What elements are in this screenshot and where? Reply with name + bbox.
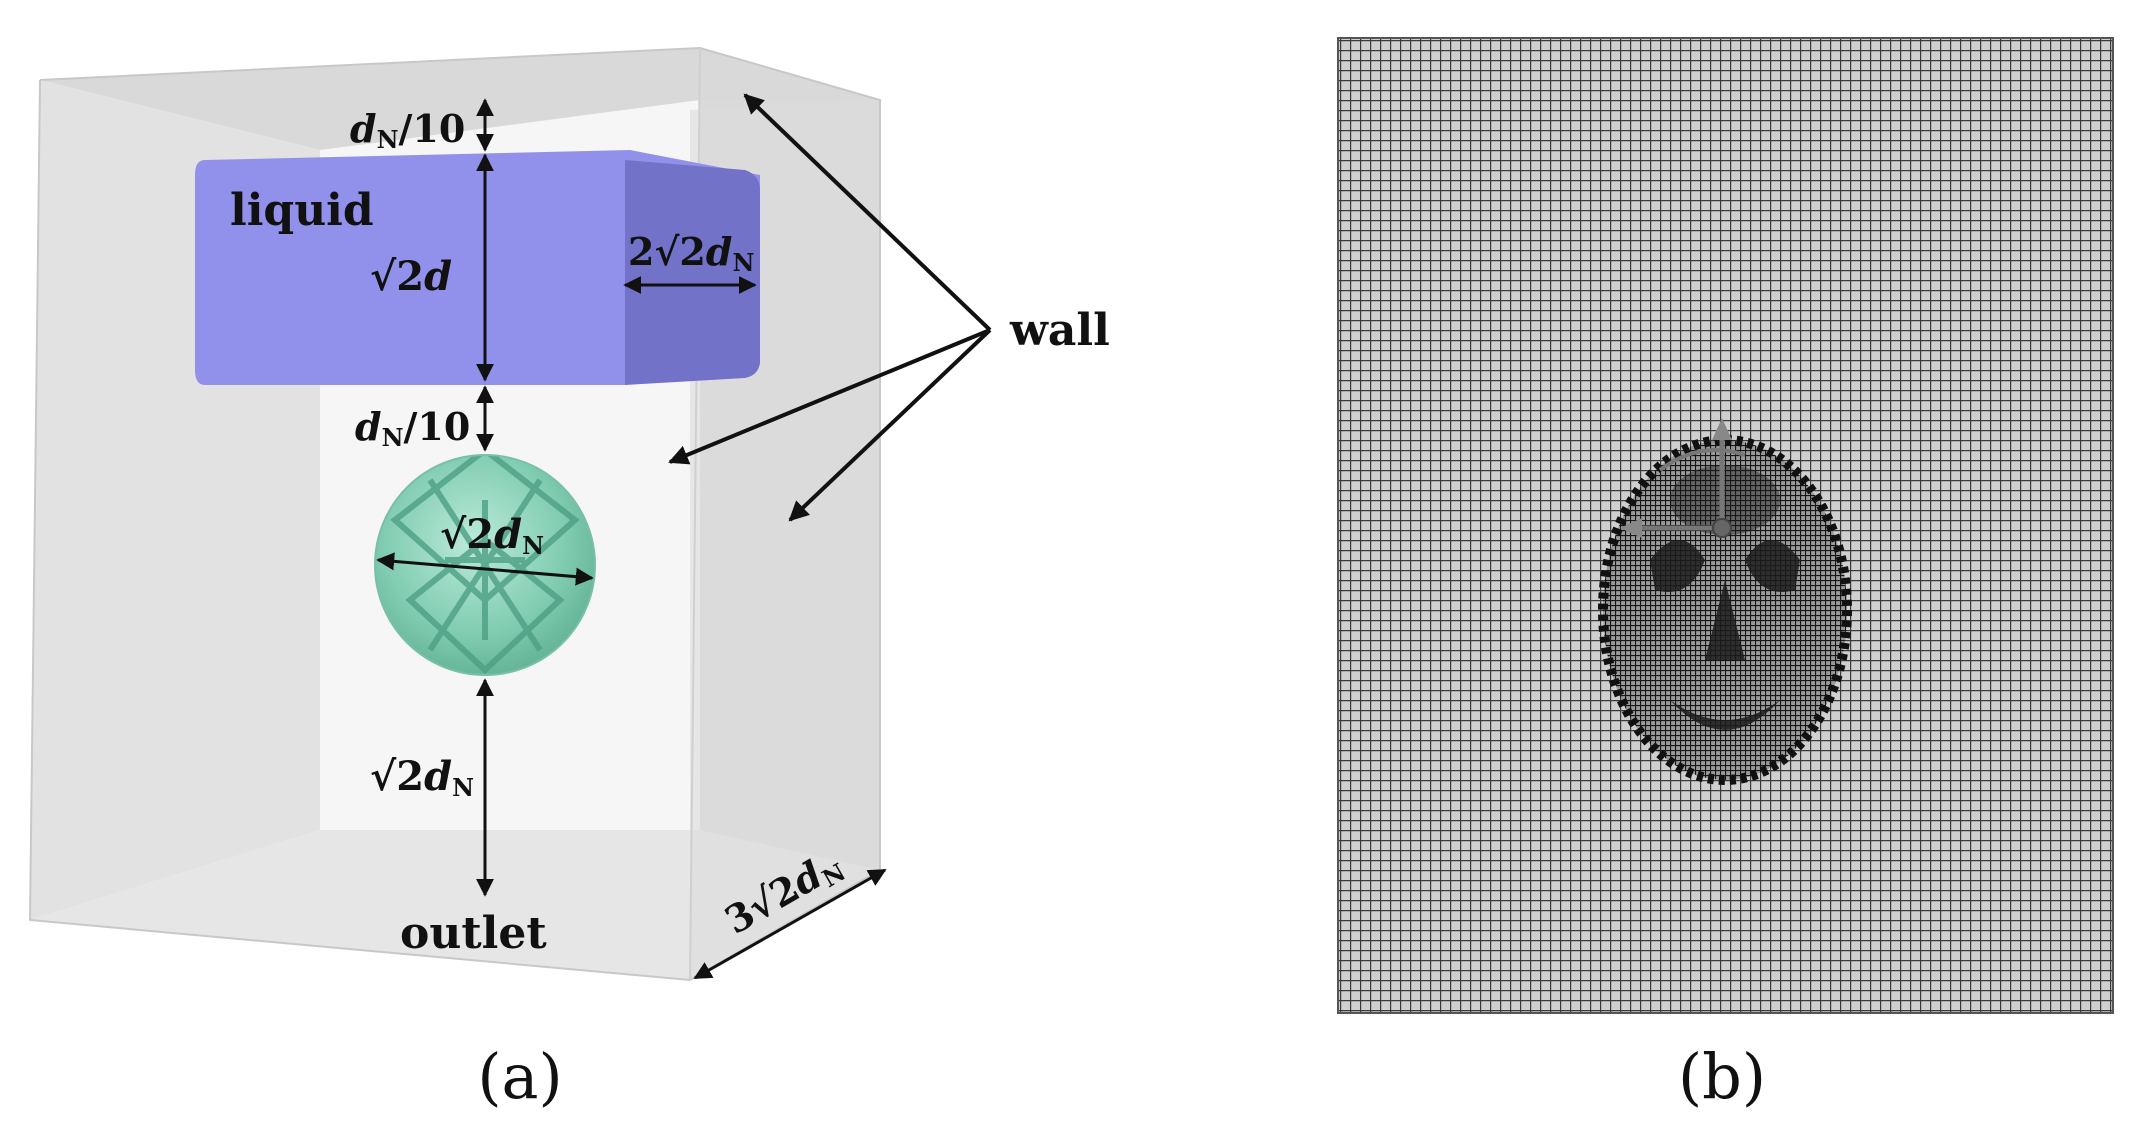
wall-pointer-side bbox=[788, 328, 992, 522]
caption-a: (a) bbox=[477, 1040, 562, 1113]
liquid-width-label: 2√2dN bbox=[628, 229, 754, 277]
box-bottom-face bbox=[30, 830, 880, 980]
wall-label: wall bbox=[1009, 305, 1110, 356]
liquid-height-label: √2d bbox=[370, 253, 452, 300]
wall-pointer-top bbox=[743, 93, 992, 332]
wall-pointer-back bbox=[668, 328, 991, 465]
outlet-label: outlet bbox=[400, 908, 547, 959]
gap-top-label: dN/10 bbox=[350, 106, 465, 154]
figure-b: (b) bbox=[1337, 37, 2114, 1113]
sphere-diameter-label: √2dN bbox=[440, 511, 544, 560]
arrow-box-depth bbox=[693, 868, 887, 980]
gap-mid-label: dN/10 bbox=[355, 404, 470, 452]
wall-pointers bbox=[668, 93, 992, 522]
dimension-arrows bbox=[376, 98, 887, 980]
axis-gizmo bbox=[1620, 418, 1746, 538]
refined-mesh-object bbox=[1598, 435, 1852, 785]
bottom-gap-label: √2dN bbox=[370, 753, 474, 802]
arrow-sphere-diameter bbox=[376, 552, 594, 586]
caption-b: (b) bbox=[1678, 1040, 1766, 1113]
figure-a: liquid w bbox=[28, 46, 1110, 1113]
liquid-label: liquid bbox=[230, 185, 374, 236]
box-top-face bbox=[40, 48, 880, 150]
